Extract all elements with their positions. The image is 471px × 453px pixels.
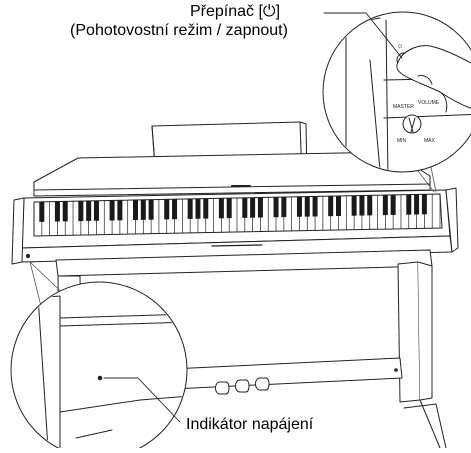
black-key [352,196,357,216]
left-cheek [12,198,24,264]
black-key [414,194,419,214]
black-key [94,201,99,221]
black-key [227,198,232,218]
black-key [141,200,146,220]
keyboard [34,194,442,236]
power-indicator-dot [26,254,29,257]
black-key [219,198,224,218]
panel-volume-label: VOLUME [418,100,440,106]
panel-max-label: MAX [424,138,436,144]
black-key [86,201,91,221]
black-key [203,199,208,219]
black-key [242,198,247,218]
black-key [250,198,255,218]
pedal-left [216,382,230,394]
panel-master-label: MASTER [393,104,414,110]
black-key [55,202,60,222]
black-key [336,196,341,216]
black-key [281,197,286,217]
black-key [359,196,364,216]
black-key [305,197,310,217]
black-key [133,200,138,220]
black-key [391,195,396,215]
black-key [164,199,169,219]
black-key [39,202,44,222]
black-key [78,201,83,221]
black-key [367,195,372,215]
panel-power-symbol: ⏻ [398,44,402,50]
black-key [297,197,302,217]
base-right [404,404,446,448]
black-key [422,194,427,214]
pedal-box [150,358,402,390]
black-key [328,196,333,216]
black-key [195,199,200,219]
black-key [188,199,193,219]
black-key [406,195,411,215]
black-key [313,196,318,216]
power-indicator-label: Indikátor napájení [186,415,313,435]
black-key [149,200,154,220]
pedal-right [256,378,270,390]
black-key [383,195,388,215]
black-key [110,200,115,220]
black-key [117,200,122,220]
black-key [172,199,177,219]
power-switch-sublabel: (Pohotovostní režim / zapnout) [34,21,324,41]
black-key [63,201,68,221]
power-switch-label: Přepínač [⏻] [150,2,320,22]
right-leg [398,262,420,402]
pedal-center [236,380,250,392]
black-key [258,198,263,218]
black-key [274,197,279,217]
zoom-indicator-dot [98,376,102,380]
panel-min-label: MIN [397,138,407,144]
indicator-zoom-circle [11,282,190,448]
